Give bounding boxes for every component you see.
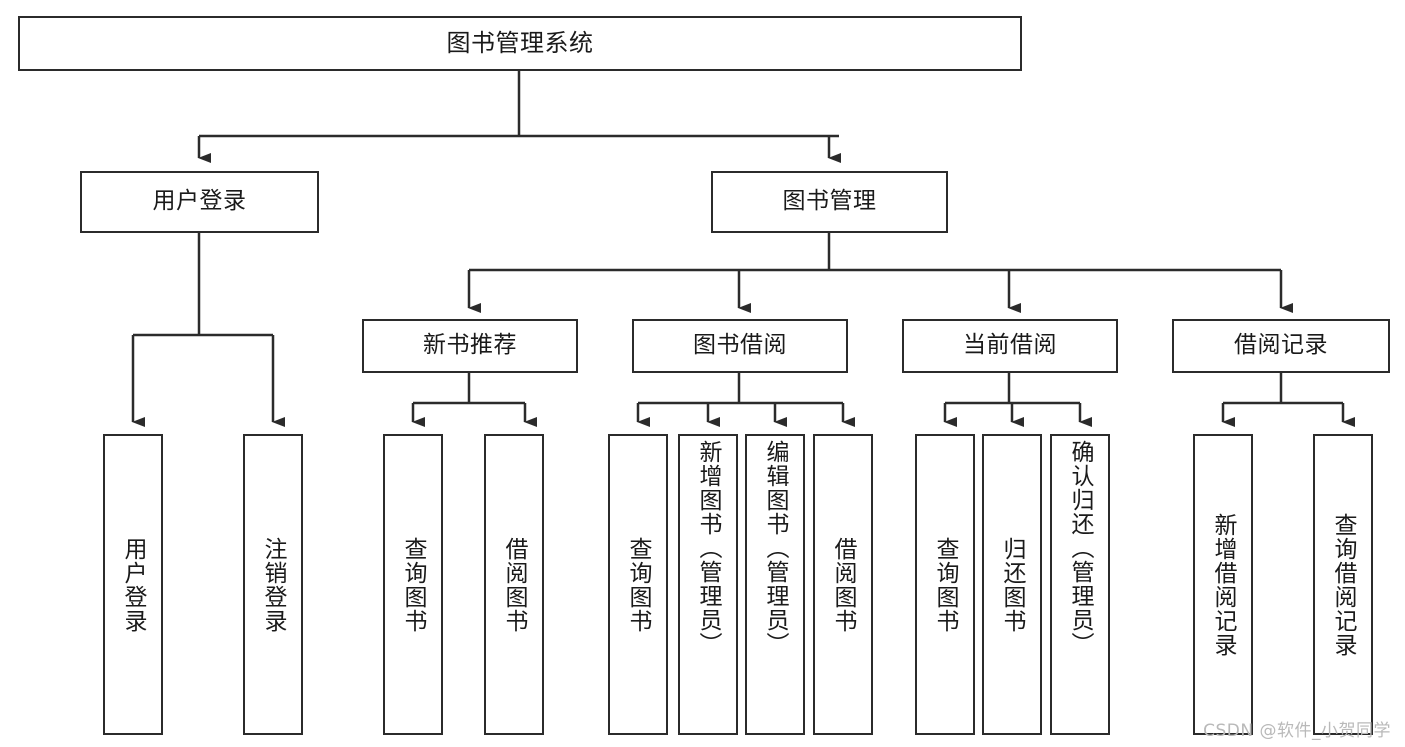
leaf-text-wrap: 查询借阅记录: [1315, 436, 1371, 733]
node-label: 编辑图书（管理员）: [762, 440, 789, 656]
node-label: 查询图书: [932, 536, 959, 633]
leaf-text-wrap: 查询图书: [385, 436, 441, 733]
node-label: 用户登录: [152, 188, 247, 215]
watermark-text: CSDN @软件_小贺同学: [1203, 721, 1391, 741]
node-label: 归还图书: [999, 536, 1026, 633]
leaf-text-wrap: 借阅图书: [486, 436, 542, 733]
leaf-text-wrap: 编辑图书（管理员）: [747, 436, 803, 733]
leaf-text-wrap: 新增图书（管理员）: [680, 436, 736, 733]
leaf-text-wrap: 注销登录: [245, 436, 301, 733]
node-book-borrow[interactable]: 图书借阅: [632, 319, 848, 373]
node-label: 注销登录: [260, 536, 287, 633]
node-borrow-record[interactable]: 借阅记录: [1172, 319, 1390, 373]
node-label: 图书管理系统: [446, 29, 594, 58]
node-label: 查询图书: [625, 536, 652, 633]
node-leaf-return-book[interactable]: 归还图书: [982, 434, 1042, 735]
node-label: 当前借阅: [963, 332, 1057, 359]
node-leaf-add-borrow-record[interactable]: 新增借阅记录: [1193, 434, 1253, 735]
node-current-borrow[interactable]: 当前借阅: [902, 319, 1118, 373]
node-label: 新增图书（管理员）: [695, 440, 722, 656]
node-leaf-query-borrow-record[interactable]: 查询借阅记录: [1313, 434, 1373, 735]
node-book-management[interactable]: 图书管理: [711, 171, 948, 233]
leaf-text-wrap: 归还图书: [984, 436, 1040, 733]
node-leaf-logout[interactable]: 注销登录: [243, 434, 303, 735]
node-leaf-edit-book-admin[interactable]: 编辑图书（管理员）: [745, 434, 805, 735]
leaf-text-wrap: 查询图书: [610, 436, 666, 733]
node-leaf-add-book-admin[interactable]: 新增图书（管理员）: [678, 434, 738, 735]
node-leaf-query-book-recommend[interactable]: 查询图书: [383, 434, 443, 735]
node-label: 查询图书: [400, 536, 427, 633]
node-user-login[interactable]: 用户登录: [80, 171, 319, 233]
node-leaf-query-book-current[interactable]: 查询图书: [915, 434, 975, 735]
node-label: 借阅记录: [1234, 332, 1328, 359]
node-leaf-confirm-return-admin[interactable]: 确认归还（管理员）: [1050, 434, 1110, 735]
node-leaf-user-login[interactable]: 用户登录: [103, 434, 163, 735]
leaf-text-wrap: 查询图书: [917, 436, 973, 733]
leaf-text-wrap: 新增借阅记录: [1195, 436, 1251, 733]
node-label: 确认归还（管理员）: [1067, 440, 1094, 656]
node-label: 新增借阅记录: [1210, 512, 1237, 657]
node-leaf-query-book-borrow[interactable]: 查询图书: [608, 434, 668, 735]
node-label: 图书管理: [782, 188, 877, 215]
leaf-text-wrap: 用户登录: [105, 436, 161, 733]
leaf-text-wrap: 借阅图书: [815, 436, 871, 733]
node-label: 图书借阅: [693, 332, 787, 359]
node-label: 借阅图书: [501, 536, 528, 633]
node-leaf-borrow-book-recommend[interactable]: 借阅图书: [484, 434, 544, 735]
leaf-text-wrap: 确认归还（管理员）: [1052, 436, 1108, 733]
node-label: 查询借阅记录: [1330, 512, 1357, 657]
node-new-book-recommend[interactable]: 新书推荐: [362, 319, 578, 373]
node-leaf-borrow-book[interactable]: 借阅图书: [813, 434, 873, 735]
node-root-system[interactable]: 图书管理系统: [18, 16, 1022, 71]
node-label: 新书推荐: [423, 332, 517, 359]
node-label: 借阅图书: [830, 536, 857, 633]
node-label: 用户登录: [120, 536, 147, 633]
